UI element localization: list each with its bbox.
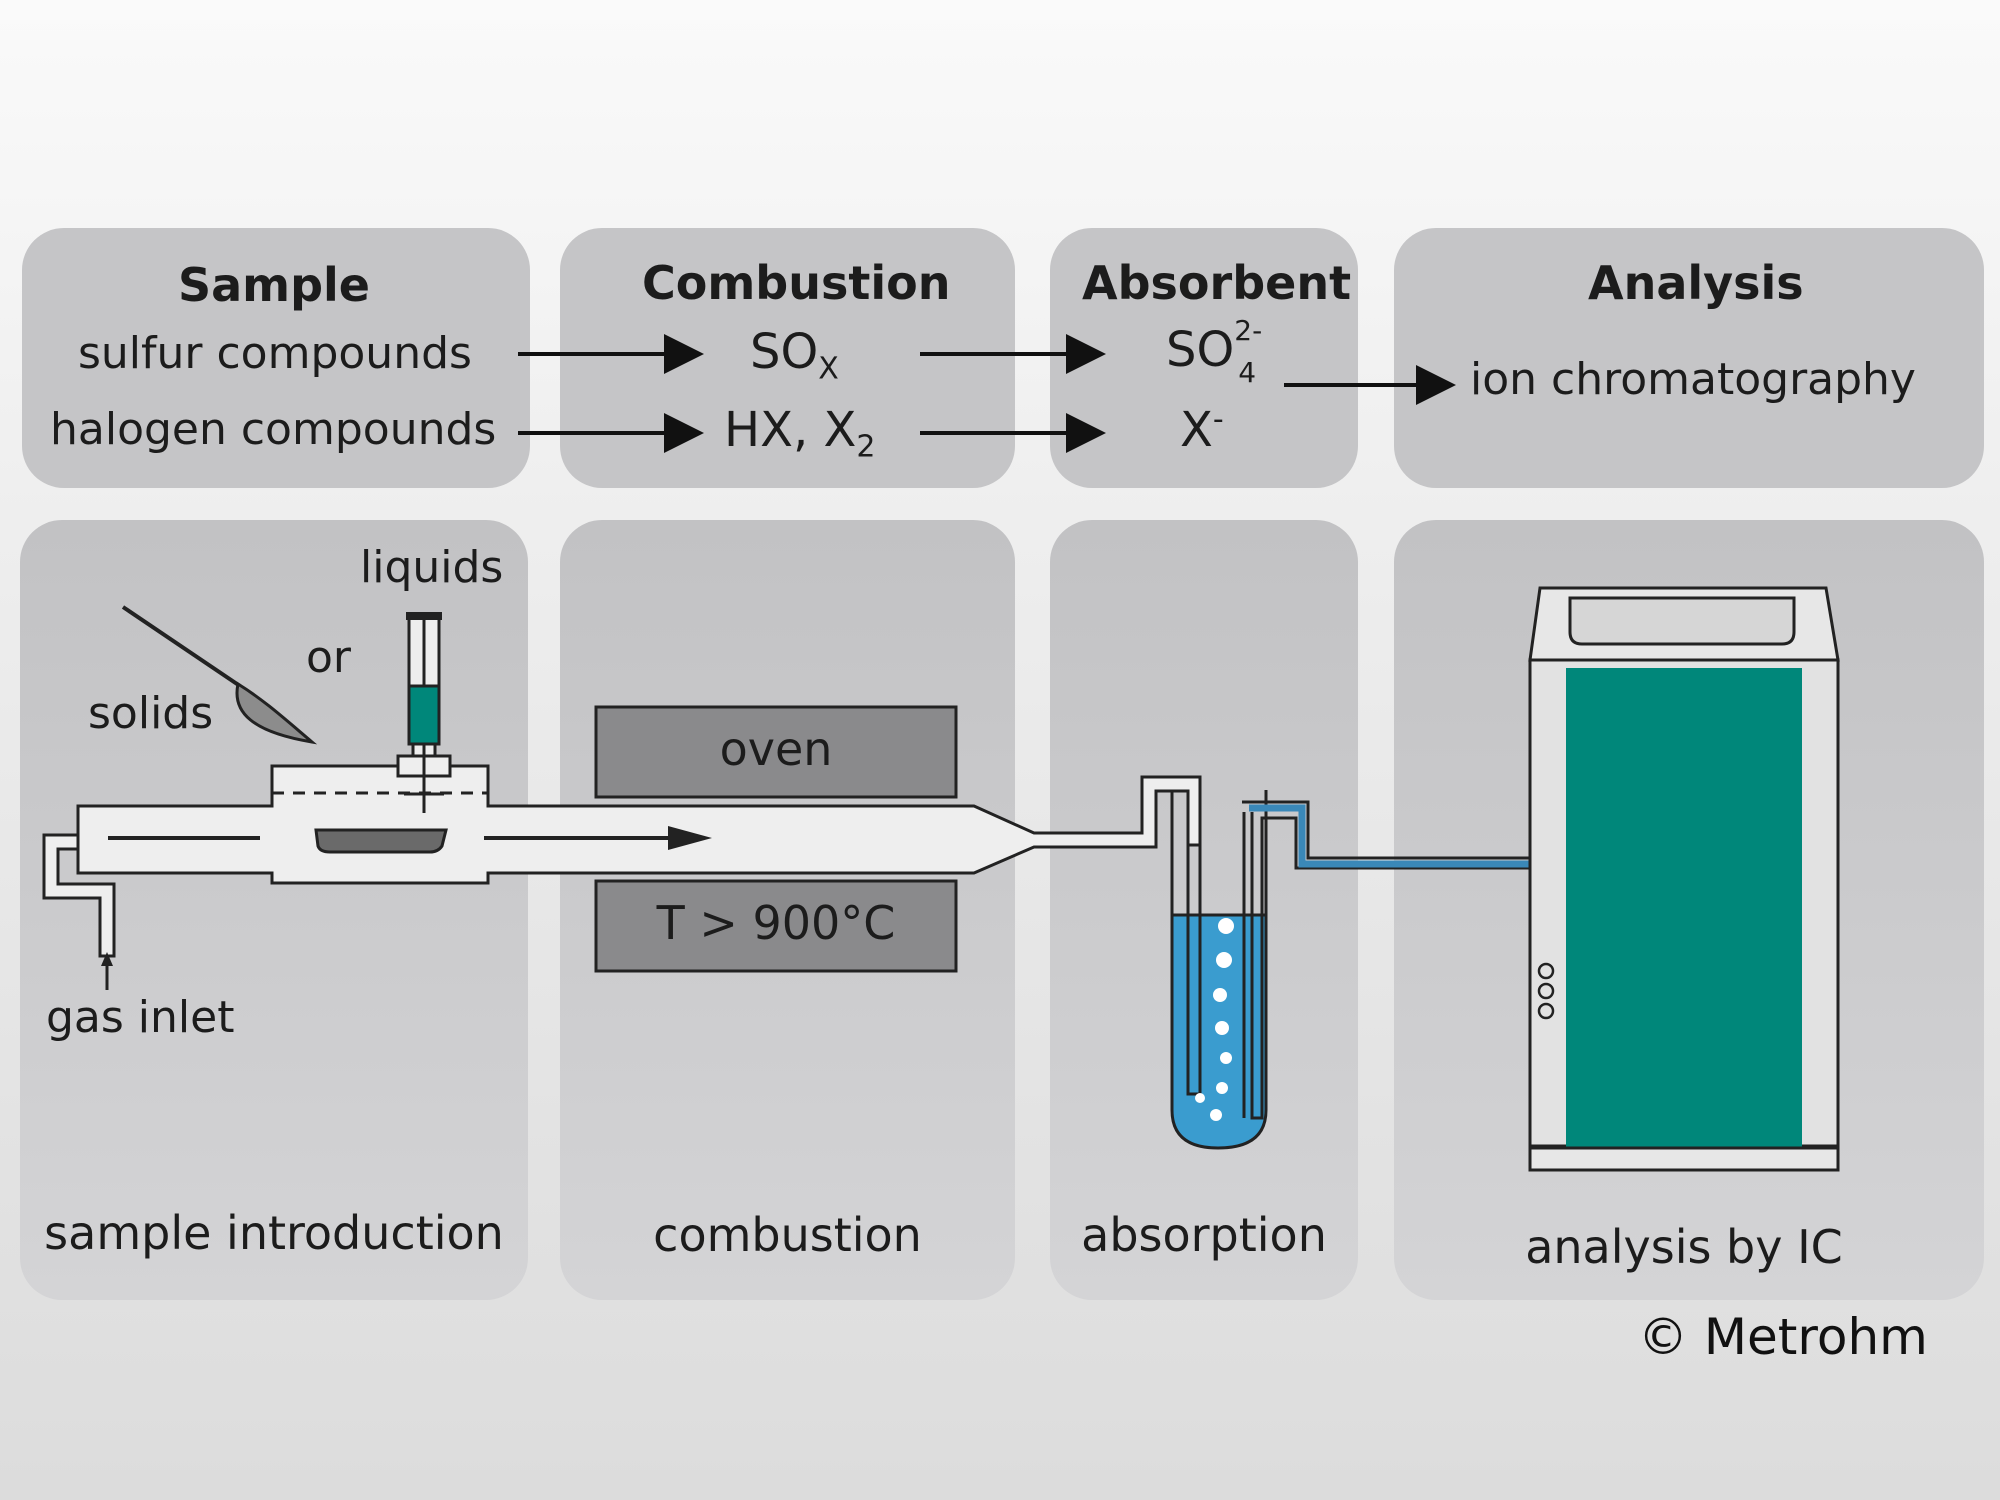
oven-label: oven <box>719 722 833 776</box>
ion-chromatography-label: ion chromatography <box>1470 354 1916 405</box>
gas-inlet-label: gas inlet <box>46 992 235 1043</box>
halide-formula: X- <box>1180 402 1224 458</box>
sox-formula: SOX <box>750 324 839 387</box>
sample-panel <box>22 228 530 488</box>
absorber-tube-icon <box>1170 790 1530 1150</box>
solids-label: solids <box>88 688 214 739</box>
copyright-notice: © Metrohm <box>1638 1308 1928 1366</box>
hx-x2-formula: HX, X2 <box>724 402 876 465</box>
halogen-compounds-label: halogen compounds <box>50 404 497 455</box>
analysis-heading: Analysis <box>1588 256 1804 310</box>
spatula-icon <box>121 605 318 745</box>
analysis-caption: analysis by IC <box>1525 1220 1843 1274</box>
combustion-heading: Combustion <box>642 256 951 310</box>
sample-boat <box>314 828 448 854</box>
analysis-panel <box>1394 228 1984 488</box>
temperature-box <box>594 879 958 973</box>
combustion-panel <box>560 228 1015 488</box>
liquids-label: liquids <box>360 542 504 593</box>
or-label: or <box>306 632 352 683</box>
sulfur-compounds-label: sulfur compounds <box>78 328 472 379</box>
sample-introduction-caption: sample introduction <box>44 1206 504 1260</box>
absorbent-heading: Absorbent <box>1082 256 1352 310</box>
absorption-caption: absorption <box>1081 1208 1327 1262</box>
oven-box <box>594 705 958 799</box>
syringe-icon <box>396 612 452 813</box>
sample-heading: Sample <box>178 258 370 312</box>
absorption-panel <box>1050 520 1358 1300</box>
temperature-label: T > 900°C <box>656 896 896 950</box>
ic-instrument-icon <box>1528 586 1840 1172</box>
combustion-caption: combustion <box>653 1208 922 1262</box>
